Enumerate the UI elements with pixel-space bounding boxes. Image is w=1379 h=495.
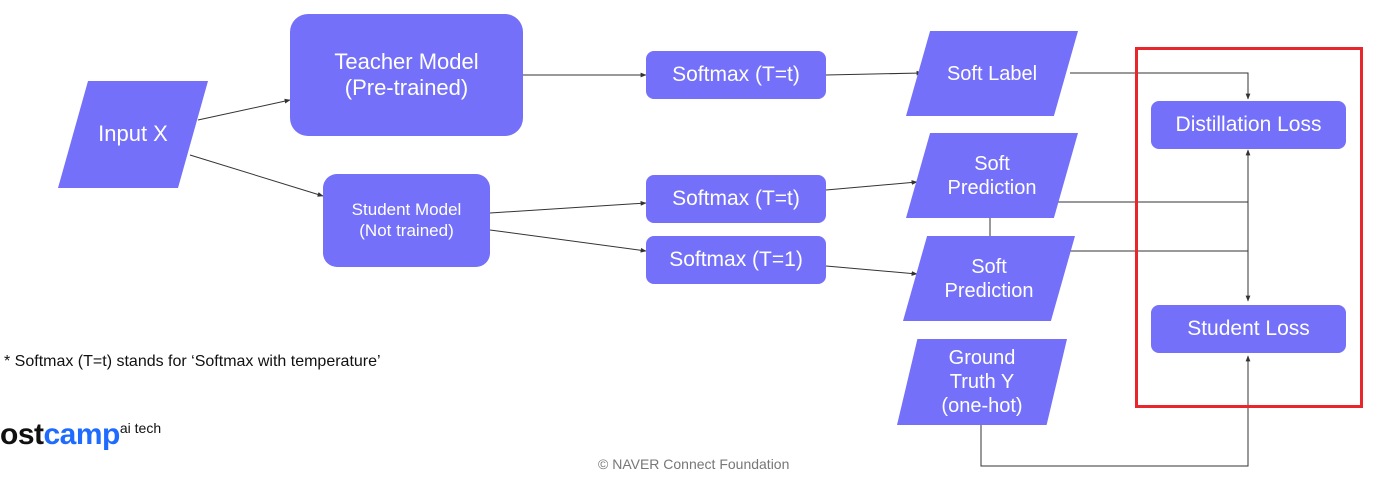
copyright: © NAVER Connect Foundation — [598, 456, 790, 472]
teacher-model-label: Teacher Model (Pre-trained) — [334, 48, 479, 100]
softmax-student-t-node: Softmax (T=t) — [646, 175, 826, 223]
soft-label-label: Soft Label — [946, 62, 1038, 85]
soft-prediction-1-node: Soft Prediction — [903, 236, 1075, 321]
softmax-teacher-label: Softmax (T=t) — [672, 63, 800, 87]
student-loss-label: Student Loss — [1187, 317, 1310, 341]
edge-student-to-softmax-1 — [489, 229, 647, 253]
edge-soft-label-to-distillation — [1070, 72, 1251, 100]
edge-input-to-teacher — [197, 98, 291, 121]
logo-part1: ost — [0, 418, 44, 451]
loss-highlight-frame — [1135, 47, 1363, 408]
edge-softmax-to-soft-label — [825, 70, 923, 76]
softmax-teacher-node: Softmax (T=t) — [646, 51, 826, 99]
distillation-loss-node: Distillation Loss — [1151, 101, 1346, 149]
footnote: * Softmax (T=t) stands for ‘Softmax with… — [4, 353, 381, 370]
edge-softmax-t-to-soft-pred — [825, 180, 918, 191]
edge-student-to-softmax-t — [489, 200, 647, 214]
soft-prediction-t-label: Soft Prediction — [947, 152, 1037, 199]
softmax-student-1-node: Softmax (T=1) — [646, 236, 826, 284]
softmax-student-t-label: Softmax (T=t) — [672, 187, 800, 211]
input-x-label: Input X — [98, 121, 168, 147]
ground-truth-label: Ground Truth Y (one-hot) — [941, 347, 1023, 417]
soft-prediction-t-node: Soft Prediction — [906, 133, 1078, 218]
edge-ground-truth-to-student-loss — [980, 355, 1251, 467]
ground-truth-node: Ground Truth Y (one-hot) — [897, 339, 1067, 425]
student-model-node: Student Model (Not trained) — [323, 174, 490, 267]
edge-soft-pred-to-student-loss — [989, 201, 1251, 302]
input-x-node: Input X — [58, 81, 208, 188]
edge-input-to-student — [189, 154, 324, 197]
student-loss-node: Student Loss — [1151, 305, 1346, 353]
edge-softmax-1-to-soft-pred — [825, 265, 918, 276]
soft-label-node: Soft Label — [906, 31, 1078, 116]
student-model-label: Student Model (Not trained) — [351, 200, 462, 240]
distillation-loss-label: Distillation Loss — [1175, 113, 1322, 137]
teacher-model-node: Teacher Model (Pre-trained) — [290, 14, 523, 136]
softmax-student-1-label: Softmax (T=1) — [669, 248, 803, 272]
logo-sup: ai tech — [119, 420, 162, 436]
soft-prediction-1-label: Soft Prediction — [944, 255, 1034, 302]
logo-part2: camp — [43, 418, 121, 451]
boostcamp-logo: ostcampai tech — [0, 418, 161, 452]
